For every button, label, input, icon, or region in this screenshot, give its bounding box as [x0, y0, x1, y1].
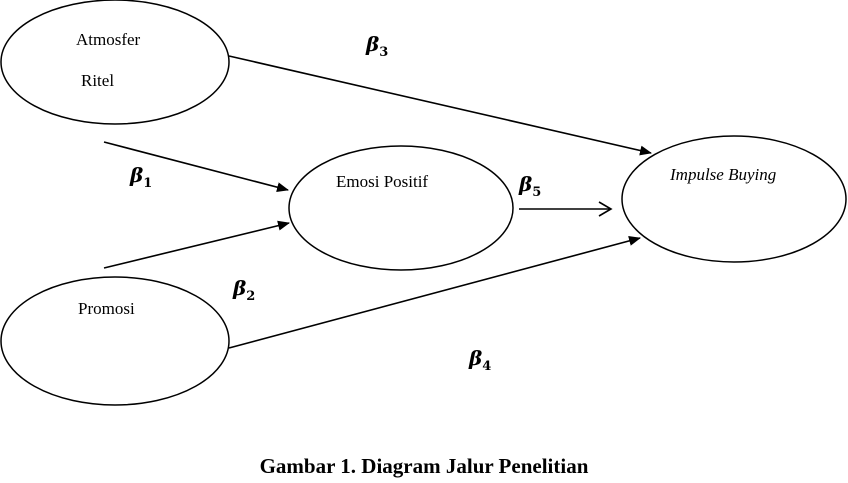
node-impulse-buying-label: Impulse Buying	[669, 165, 776, 184]
beta-4-sub: 4	[482, 359, 491, 374]
beta-2-symbol: β	[232, 276, 246, 300]
figure-caption: Gambar 1. Diagram Jalur Penelitian	[259, 454, 589, 478]
node-impulse-buying: Impulse Buying	[621, 135, 847, 263]
beta-1-symbol: β	[129, 163, 143, 187]
label-beta-5: β5	[518, 172, 541, 200]
beta-2-sub: 2	[246, 289, 255, 304]
node-promosi-label: Promosi	[78, 299, 135, 318]
label-beta-2: β2	[232, 276, 255, 304]
beta-3-sub: 3	[379, 45, 388, 60]
node-atmosfer-ritel-line2: Ritel	[81, 71, 114, 90]
beta-5-sub: 5	[532, 185, 541, 200]
node-emosi-positif-label: Emosi Positif	[336, 172, 428, 191]
node-atmosfer-ritel: Atmosfer Ritel	[0, 0, 230, 125]
node-atmosfer-ritel-line1: Atmosfer	[76, 30, 141, 49]
arrow-b4-promosi-to-impulse	[228, 236, 641, 349]
beta-4-symbol: β	[468, 346, 482, 370]
beta-3-symbol: β	[365, 32, 379, 56]
beta-5-symbol: β	[518, 172, 532, 196]
label-beta-4: β4	[468, 346, 491, 374]
label-beta-3: β3	[365, 32, 388, 60]
arrow-b1-atmosfer-to-emosi	[103, 141, 289, 193]
node-promosi: Promosi	[0, 276, 230, 406]
node-emosi-positif: Emosi Positif	[288, 145, 514, 271]
label-beta-1: β1	[129, 163, 152, 191]
arrow-b3-atmosfer-to-impulse	[228, 55, 652, 156]
beta-1-sub: 1	[143, 176, 152, 191]
arrow-b2-promosi-to-emosi	[103, 220, 290, 269]
